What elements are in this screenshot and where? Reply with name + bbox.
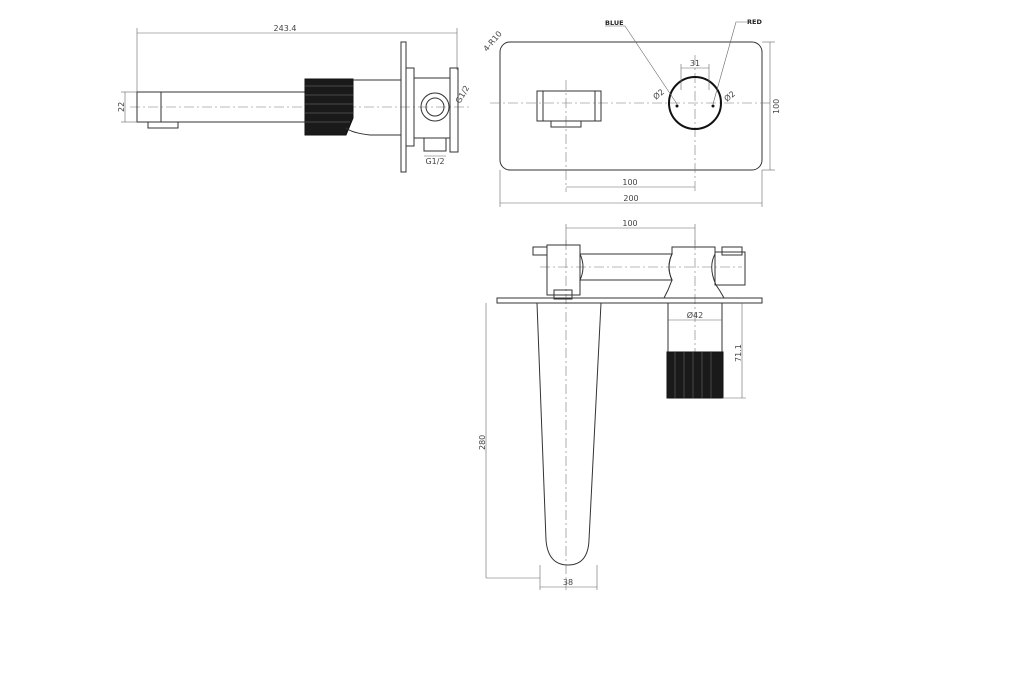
top-view: 100 Ø42 71.1 280 38 — [478, 219, 763, 590]
dim-spout-width: 38 — [563, 578, 573, 587]
spout-top — [536, 302, 602, 566]
dim-handle-width: 31 — [690, 59, 700, 68]
dim-dot-left: Ø2 — [651, 87, 666, 102]
knurled-handle — [304, 78, 354, 136]
dim-length: 243.4 — [274, 24, 297, 33]
dim-inlet-side: G1/2 — [454, 84, 471, 105]
dim-diameter: Ø42 — [687, 310, 703, 320]
plate-edge — [496, 297, 763, 304]
dim-spout-length: 280 — [478, 435, 487, 450]
knurled-handle-top — [666, 351, 724, 399]
dim-spout-to-handle: 100 — [622, 178, 637, 187]
label-blue: BLUE — [605, 19, 624, 27]
aerator — [147, 121, 179, 129]
dim-spout-height: 22 — [117, 102, 126, 112]
dim-dot-right: Ø2 — [722, 89, 737, 104]
dim-centers: 100 — [622, 219, 637, 228]
dim-height: 100 — [772, 99, 781, 114]
cover-plate — [499, 41, 763, 171]
front-view: 4-R10 31 BLUE RED Ø2 Ø2 100 100 200 — [482, 18, 781, 207]
dim-inlet-bottom: G1/2 — [425, 157, 444, 166]
handle-circle — [668, 76, 722, 130]
dim-width: 200 — [623, 194, 638, 203]
red-dot — [711, 104, 715, 108]
blue-dot — [675, 104, 679, 108]
spout-front — [536, 90, 602, 122]
label-red: RED — [747, 18, 762, 26]
side-view: 243.4 22 G1/2 G1/2 — [117, 24, 471, 173]
dim-handle-depth: 71.1 — [734, 344, 743, 362]
